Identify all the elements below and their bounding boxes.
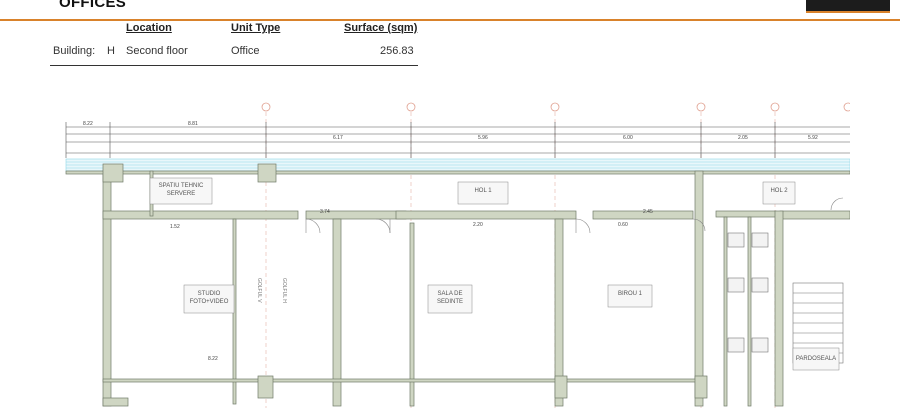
room-label: SEDINTE [437,299,463,305]
doors [305,197,844,234]
building-value: H [107,45,115,57]
room-label: SPATIU TEHNIC [159,183,204,189]
location-value: Second floor [126,45,188,57]
unit-type-value: Office [231,45,260,57]
dim-label: 6.17 [333,135,343,141]
room-label: FOTO+VIDEO [190,299,229,305]
floor-plan-drawing: 6.17 5.96 6.00 2.05 5.92 8.81 8.22 [65,102,853,408]
room-label: SALA DE [437,291,462,297]
surface-header: Surface (sqm) [344,22,418,34]
dim-label: 2.05 [738,135,748,141]
company-logo [806,0,890,13]
stair [792,282,844,364]
inner-dimensions: 8.22 2.20 0.60 1.52 3.74 2.45 [170,209,653,362]
walls [65,163,851,407]
axis-markers [261,102,853,112]
dim-label: 8.22 [208,356,218,362]
dim-label: 5.96 [478,135,488,141]
building-label: Building: [53,45,96,57]
table-underline [50,65,418,66]
dim-label: 8.81 [188,121,198,127]
surface-value: 256.83 [380,45,414,57]
floor-plan: 6.17 5.96 6.00 2.05 5.92 8.81 8.22 [58,98,853,410]
room-label: BIROU 1 [618,291,643,297]
page-title: OFFICES [59,0,127,11]
dimension-labels: 6.17 5.96 6.00 2.05 5.92 8.81 8.22 [83,121,818,141]
dim-label: 5.92 [808,135,818,141]
dim-label: 8.22 [83,121,93,127]
wc-fixtures [727,232,769,353]
shaft-labels: GOLFUL V GOLFUL H [256,278,287,303]
room-label: HOL 1 [474,188,492,194]
room-label: STUDIO [198,291,221,297]
facade-glazing [65,158,851,172]
room-labels: STUDIO FOTO+VIDEO SALA DE SEDINTE BIROU … [149,177,840,371]
unit-type-header: Unit Type [231,22,281,34]
dimension-chains [65,122,850,158]
room-label: SERVERE [167,191,196,197]
dim-label: 1.52 [170,224,180,230]
location-header: Location [126,22,172,34]
header-divider [0,19,900,21]
dim-label: 0.60 [618,222,628,228]
dim-label: 2.45 [643,209,653,215]
room-label: HOL 2 [770,188,788,194]
shaft-label: GOLFUL H [281,278,287,303]
dim-label: 2.20 [473,222,483,228]
room-label: PARDOSEALA [796,356,836,362]
dim-label: 6.00 [623,135,633,141]
dim-label: 3.74 [320,209,330,215]
shaft-label: GOLFUL V [256,278,262,303]
